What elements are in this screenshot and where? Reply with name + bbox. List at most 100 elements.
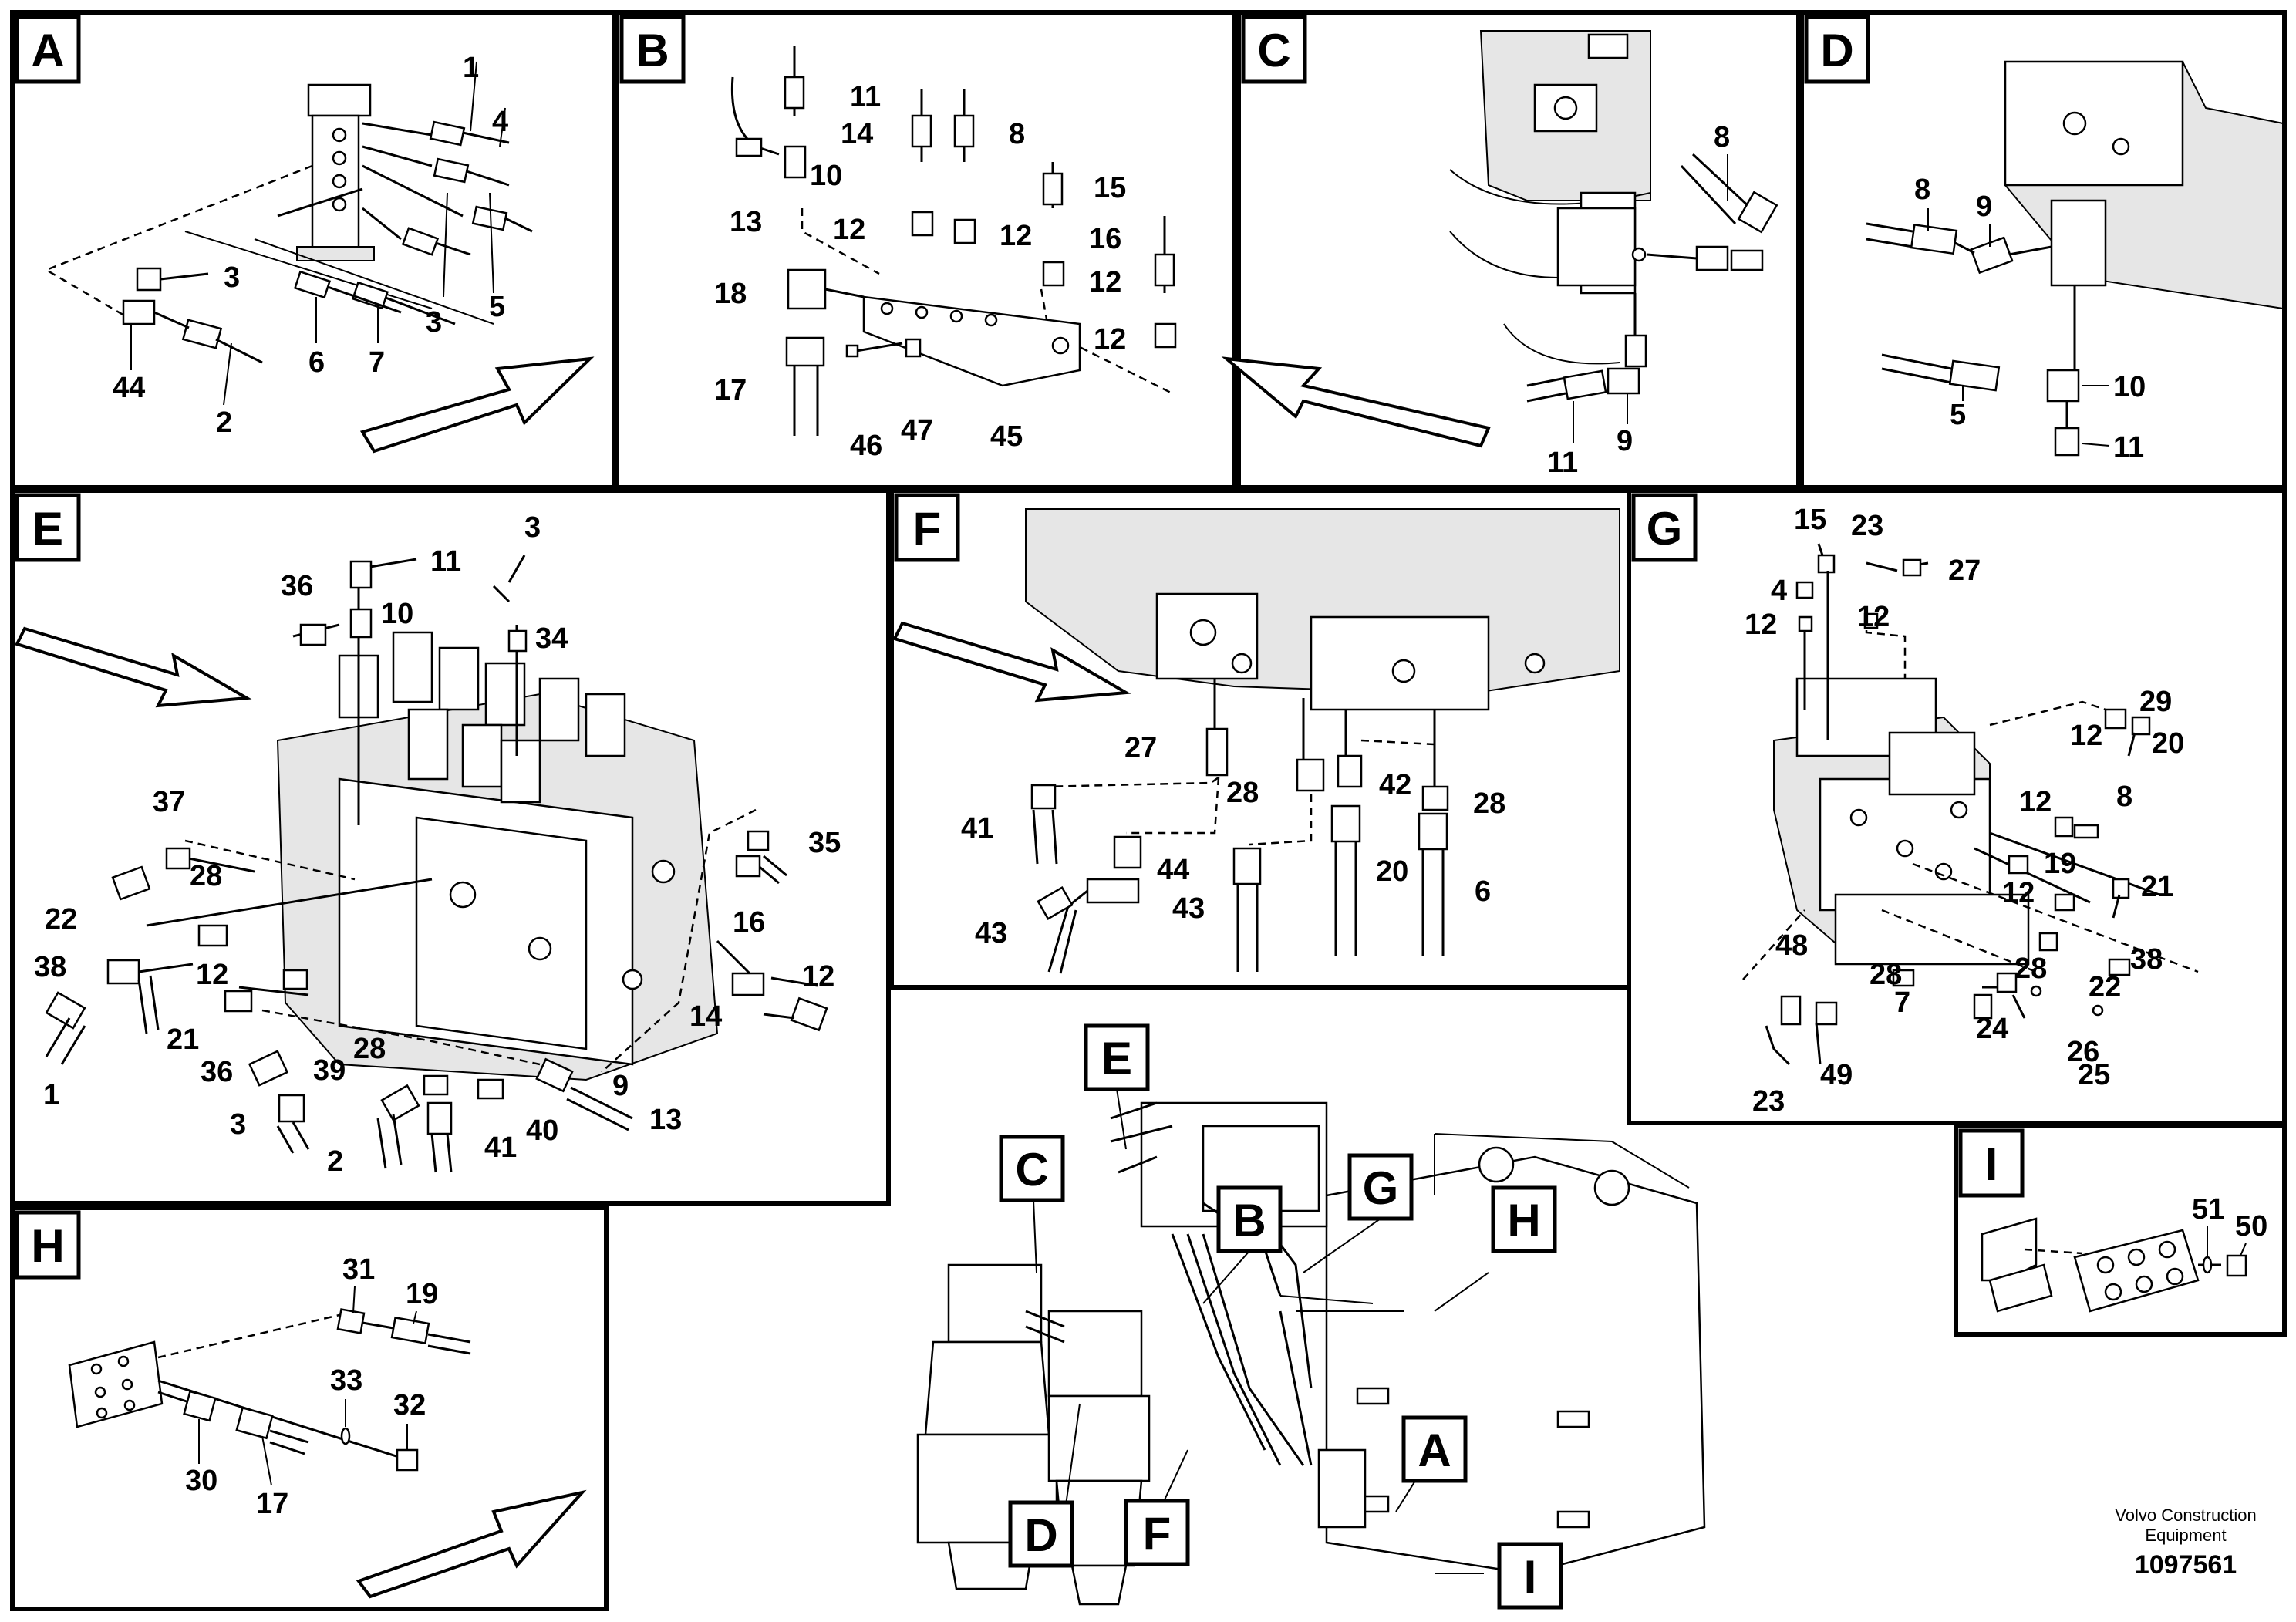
callout: 23 <box>1752 1085 1785 1118</box>
svg-text:H: H <box>31 1220 64 1272</box>
callout: 42 <box>1379 769 1411 801</box>
panel-a-callouts: 1 4 3 3 5 44 2 6 7 <box>113 52 508 439</box>
callout: 3 <box>224 261 240 294</box>
panel-e-callouts: 3 11 36 10 34 37 35 22 28 16 38 12 12 21… <box>34 511 841 1178</box>
overview-tag-h: H <box>1491 1185 1557 1253</box>
drawing-number: 1097561 <box>2135 1550 2237 1580</box>
callout: 30 <box>185 1465 217 1497</box>
callout: 10 <box>810 160 842 192</box>
panel-f-tag: F <box>894 493 960 562</box>
callout: 45 <box>990 420 1023 453</box>
panel-h-direction-arrow <box>356 1489 587 1599</box>
callout: 7 <box>369 346 385 379</box>
callout: 36 <box>281 570 313 602</box>
callout: 14 <box>841 118 873 150</box>
callout: 34 <box>535 622 568 655</box>
panel-d-tag: D <box>1804 15 1870 84</box>
callout: 22 <box>2089 971 2121 1003</box>
callout: 8 <box>1009 118 1025 150</box>
callout: 1 <box>43 1079 59 1111</box>
panel-d-drawing <box>1866 60 2284 457</box>
callout: 14 <box>689 1000 722 1033</box>
callout: 15 <box>1794 504 1826 536</box>
svg-text:D: D <box>1024 1509 1057 1561</box>
svg-text:D: D <box>1820 25 1853 76</box>
panel-e-direction-arrow <box>15 626 252 708</box>
callout: 51 <box>2192 1193 2224 1226</box>
callout: 13 <box>649 1104 682 1136</box>
panel-c-drawing <box>1449 30 1778 403</box>
callout: 7 <box>1894 986 1910 1019</box>
svg-text:C: C <box>1015 1144 1048 1195</box>
callout: 43 <box>975 917 1007 949</box>
panel-f-callouts: 27 28 42 28 41 44 20 43 43 6 <box>961 732 1505 949</box>
panel-g-callouts: 15 23 27 4 12 12 29 20 12 8 12 19 21 12 … <box>1745 504 2184 1118</box>
callout: 4 <box>1771 575 1787 607</box>
callout: 3 <box>230 1108 246 1141</box>
callout: 35 <box>808 827 841 859</box>
callout: 33 <box>330 1364 362 1397</box>
callout: 10 <box>381 598 413 630</box>
callout: 6 <box>1475 875 1491 908</box>
callout: 11 <box>430 545 461 578</box>
panel-i-drawing <box>1981 1217 2247 1313</box>
callout: 44 <box>113 372 145 404</box>
callout: 21 <box>167 1023 199 1056</box>
panel-e-tag: E <box>15 493 81 562</box>
callout: 37 <box>153 786 185 818</box>
panel-h-tag: H <box>15 1210 81 1280</box>
callout: 11 <box>850 81 881 113</box>
panel-b-callouts: 11 8 14 10 15 13 12 12 16 12 18 12 17 46… <box>714 81 1126 462</box>
overview-tag-i: I <box>1497 1542 1563 1610</box>
callout: 31 <box>342 1253 375 1286</box>
callout: 29 <box>2139 686 2172 718</box>
callout: 28 <box>1870 959 1902 991</box>
callout: 44 <box>1157 854 1189 886</box>
panel-i-callouts: 51 50 <box>2192 1193 2267 1257</box>
callout: 12 <box>196 959 228 991</box>
svg-text:H: H <box>1507 1195 1540 1246</box>
callout: 41 <box>961 812 993 845</box>
callout: 36 <box>201 1056 233 1088</box>
callout: 32 <box>393 1389 426 1421</box>
callout: 1 <box>463 52 479 84</box>
callout: 19 <box>406 1278 438 1310</box>
callout: 23 <box>1851 510 1883 542</box>
svg-text:F: F <box>913 503 942 555</box>
svg-text:E: E <box>32 503 63 555</box>
callout: 12 <box>1094 323 1126 356</box>
panel-c-direction-arrow <box>1221 356 1491 448</box>
panel-d-callouts: 8 9 5 10 11 <box>1914 174 2146 464</box>
callout: 8 <box>2116 781 2132 813</box>
panel-g-tag: G <box>1631 493 1698 562</box>
overview-tag-e: E <box>1084 1023 1150 1091</box>
callout: 24 <box>1976 1013 2008 1045</box>
callout: 4 <box>492 106 508 138</box>
callout: 12 <box>1857 601 1890 633</box>
callout: 18 <box>714 278 747 310</box>
callout: 12 <box>2070 720 2102 752</box>
callout: 28 <box>353 1033 386 1065</box>
callout: 47 <box>901 414 933 447</box>
svg-text:E: E <box>1101 1033 1132 1084</box>
overview-tag-d: D <box>1008 1500 1074 1568</box>
callout: 12 <box>2019 786 2052 818</box>
callout: 28 <box>2014 953 2047 985</box>
panel-h-callouts: 31 19 33 32 30 17 <box>185 1253 438 1520</box>
callout: 8 <box>1914 174 1930 206</box>
panel-a-drawing <box>44 61 533 364</box>
callout: 43 <box>1172 892 1205 925</box>
callout: 27 <box>1948 555 1981 587</box>
callout: 28 <box>1473 787 1505 820</box>
callout: 39 <box>313 1054 346 1087</box>
callout: 20 <box>2152 727 2184 760</box>
overview-tag-g: G <box>1347 1153 1414 1221</box>
panel-g-drawing <box>1742 543 2199 1066</box>
svg-text:A: A <box>31 25 64 76</box>
svg-text:G: G <box>1363 1162 1399 1214</box>
panel-b-drawing <box>730 46 1177 436</box>
callout: 12 <box>1000 220 1032 252</box>
footer: Volvo Construction Equipment 1097561 <box>2115 1506 2256 1580</box>
panel-a-direction-arrow <box>359 356 595 454</box>
